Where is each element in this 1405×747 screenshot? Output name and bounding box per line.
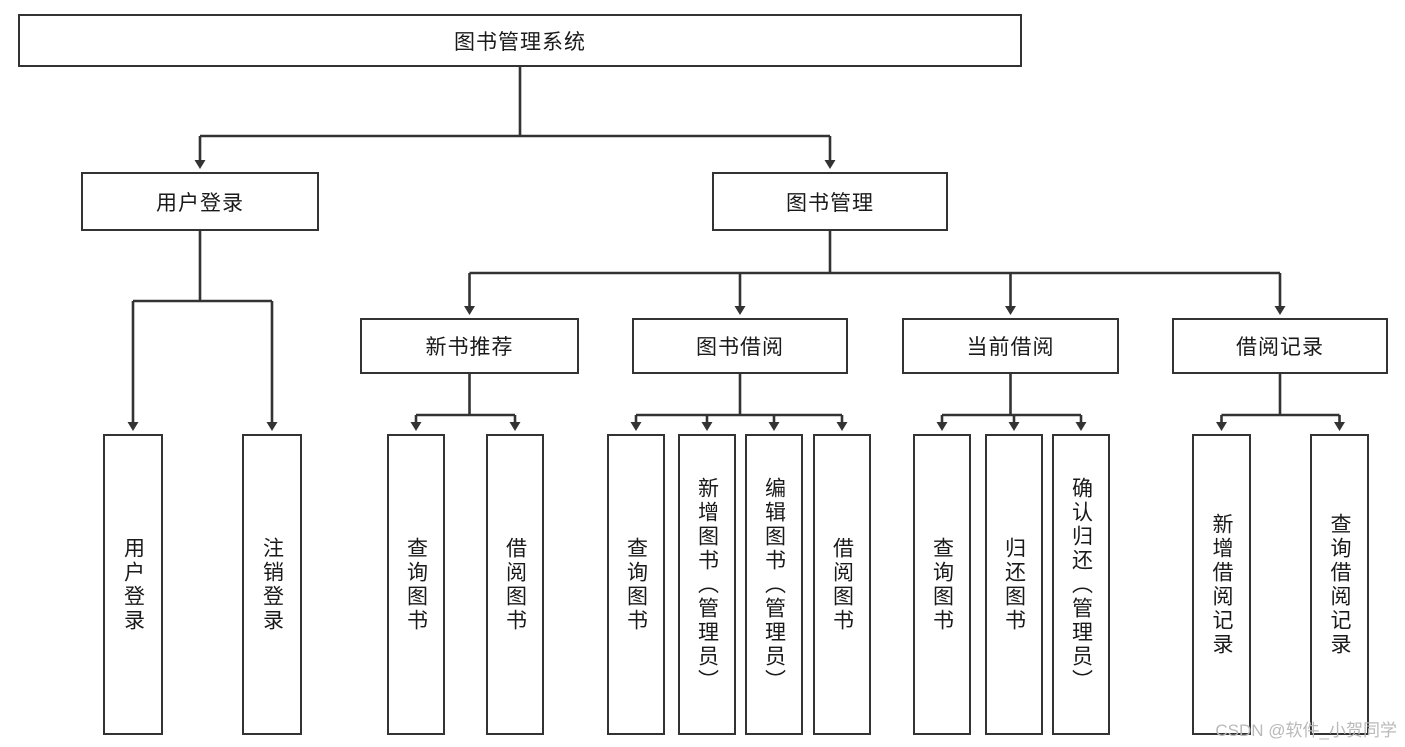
node-leaf-add-book-label: 新增图书（管理员） [695, 476, 719, 693]
node-book-borrow-label: 图书借阅 [696, 336, 784, 359]
node-leaf-borrow-book-2-label: 借阅图书 [830, 536, 854, 633]
node-leaf-edit-book[interactable]: 编辑图书（管理员） [745, 434, 803, 735]
node-leaf-query-book-1[interactable]: 查询图书 [387, 434, 445, 735]
node-leaf-query-book-1-label: 查询图书 [404, 536, 428, 633]
node-leaf-borrow-book-1[interactable]: 借阅图书 [486, 434, 544, 735]
node-leaf-borrow-book-1-label: 借阅图书 [503, 536, 527, 633]
node-leaf-query-book-3[interactable]: 查询图书 [913, 434, 971, 735]
node-borrow-record-label: 借阅记录 [1236, 336, 1324, 359]
node-leaf-user-logout-label: 注销登录 [260, 536, 284, 633]
node-book-manage-label: 图书管理 [786, 191, 874, 215]
node-borrow-record[interactable]: 借阅记录 [1172, 318, 1388, 374]
node-current-borrow[interactable]: 当前借阅 [902, 318, 1119, 374]
node-leaf-add-record[interactable]: 新增借阅记录 [1192, 434, 1251, 735]
node-leaf-query-book-2-label: 查询图书 [624, 536, 648, 633]
node-book-manage[interactable]: 图书管理 [712, 172, 948, 231]
node-leaf-edit-book-label: 编辑图书（管理员） [762, 476, 786, 693]
node-leaf-confirm-return[interactable]: 确认归还（管理员） [1052, 434, 1110, 735]
node-book-borrow[interactable]: 图书借阅 [632, 318, 848, 374]
node-user-login[interactable]: 用户登录 [81, 172, 319, 231]
node-leaf-add-book[interactable]: 新增图书（管理员） [678, 434, 736, 735]
node-new-book-rec-label: 新书推荐 [425, 336, 514, 359]
node-leaf-user-login-label: 用户登录 [121, 536, 145, 633]
node-leaf-query-record-label: 查询借阅记录 [1328, 512, 1351, 657]
node-leaf-return-book-label: 归还图书 [1002, 536, 1026, 633]
node-user-login-label: 用户登录 [156, 191, 244, 215]
node-root[interactable]: 图书管理系统 [18, 14, 1022, 67]
node-leaf-user-logout[interactable]: 注销登录 [242, 434, 302, 735]
csdn-watermark: CSDN @软件_小贺同学 [1215, 721, 1397, 740]
node-leaf-query-book-2[interactable]: 查询图书 [607, 434, 665, 735]
node-root-label: 图书管理系统 [454, 30, 586, 54]
node-leaf-return-book[interactable]: 归还图书 [985, 434, 1043, 735]
node-current-borrow-label: 当前借阅 [966, 336, 1055, 359]
node-leaf-user-login[interactable]: 用户登录 [103, 434, 163, 735]
node-leaf-query-book-3-label: 查询图书 [930, 536, 954, 633]
node-leaf-add-record-label: 新增借阅记录 [1210, 512, 1233, 657]
node-leaf-borrow-book-2[interactable]: 借阅图书 [813, 434, 871, 735]
node-new-book-rec[interactable]: 新书推荐 [360, 318, 579, 374]
node-leaf-confirm-return-label: 确认归还（管理员） [1069, 476, 1093, 693]
node-leaf-query-record[interactable]: 查询借阅记录 [1310, 434, 1369, 735]
